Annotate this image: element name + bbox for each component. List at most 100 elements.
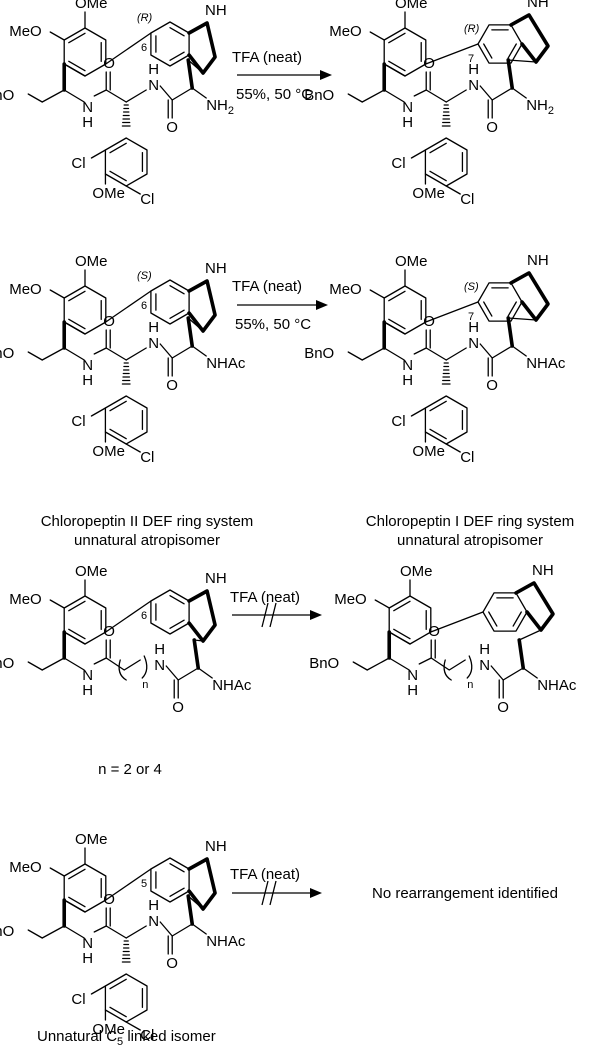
o-label-2: O (166, 377, 178, 394)
amine-label: NH2 (206, 97, 234, 117)
aromatic-bond (393, 600, 411, 612)
o-label-1: O (428, 623, 440, 640)
ch2-bond (41, 657, 65, 671)
cl-bond (125, 1021, 141, 1031)
aromatic-bond (169, 619, 185, 629)
alpha-bond (425, 89, 447, 103)
position-label: 7 (468, 53, 474, 65)
cl-bond (90, 407, 107, 417)
o-bond (27, 93, 43, 103)
indole-benzo-ring (150, 21, 190, 67)
n-label-1: N (82, 935, 93, 952)
alpha-bond (105, 925, 127, 939)
alpha-bond (171, 345, 193, 359)
aromatic-bond (68, 868, 86, 880)
carbonyl-bond (173, 679, 179, 699)
aromatic-bond (169, 887, 185, 897)
bno-label: BnO (0, 345, 14, 362)
bold-bond (506, 316, 515, 348)
h-label-1: H (402, 114, 413, 131)
aromatic-bond (483, 43, 493, 59)
o-label-2: O (497, 699, 509, 716)
biaryl-bond (105, 290, 152, 323)
bold-bond (186, 316, 195, 348)
position-label: 6 (141, 610, 147, 622)
amine-bond (191, 345, 207, 357)
alpha-bond (171, 87, 193, 101)
bracket-right (141, 655, 148, 679)
meo-label: MeO (334, 591, 367, 608)
aromatic-bond (388, 318, 406, 330)
carbonyl-bond (498, 679, 504, 699)
meo-label: MeO (329, 281, 362, 298)
aryl-ring-top (63, 863, 107, 913)
aromatic-bond (169, 309, 185, 319)
o-label-2: O (486, 377, 498, 394)
position-label: 5 (141, 878, 147, 890)
amide-bond (93, 89, 107, 97)
aromatic-bond (393, 628, 411, 640)
n-label-1: N (407, 667, 418, 684)
indole-benzo-ring (482, 592, 528, 632)
aromatic-bond (68, 60, 86, 72)
structure-reactant-4: OMeMeOBnONHOClClOMeHNONHAcNH5 (0, 831, 246, 1044)
conditions-top-1: TFA (neat) (232, 49, 302, 66)
indole-benzo-ring (150, 279, 190, 325)
cl-bond (125, 185, 141, 195)
amine-label: NHAc (206, 933, 246, 950)
amine-label: NHAc (212, 677, 252, 694)
n-label-1: N (82, 99, 93, 116)
aryl-ring-bottom (424, 137, 468, 187)
carbonyl-bond (425, 329, 431, 349)
n-label-2: N (154, 657, 165, 674)
carbonyl-bond (105, 907, 111, 927)
n-label-2: N (479, 657, 490, 674)
caption-chloropeptin-ii: Chloropeptin II DEF ring system (41, 513, 254, 530)
indole-nh-label: NH (532, 562, 554, 579)
h-label-1: H (402, 372, 413, 389)
caption-chloropeptin-i: Chloropeptin I DEF ring system (366, 513, 574, 530)
o-label-2: O (172, 699, 184, 716)
aromatic-bond (169, 863, 185, 873)
h-label-2: H (148, 61, 159, 78)
caption-unnatural-atropisomer-left: unnatural atropisomer (74, 532, 220, 549)
o-label-1: O (423, 313, 435, 330)
nh-bond (63, 657, 85, 671)
n-label-2: N (468, 335, 479, 352)
o-label-2: O (166, 119, 178, 136)
indole-ch2-bond (187, 317, 204, 332)
amine-bond (511, 345, 527, 357)
n-label-1: N (82, 357, 93, 374)
o-bond (352, 661, 368, 671)
ch2-bond (366, 657, 390, 671)
linker-bond (430, 657, 466, 671)
carbonyl-bond (425, 71, 431, 91)
n-label-1: N (402, 357, 413, 374)
aromatic-bond (68, 628, 86, 640)
cl-bond (90, 985, 107, 995)
indole-pyrrole-bond (187, 279, 217, 333)
caption-c5-isomer: Unnatural C5 linked isomer (37, 1028, 216, 1048)
aromatic-bond (512, 611, 522, 627)
indole-pyrrole-bond (509, 13, 550, 64)
ome-label-bottom: OMe (92, 185, 125, 202)
linker-bond (105, 657, 141, 671)
nh-bond (125, 925, 147, 939)
nh-bond (383, 347, 405, 361)
meo-label: MeO (9, 859, 42, 876)
ome-label-bottom: OMe (412, 443, 445, 460)
aromatic-bond (488, 611, 498, 627)
aromatic-bond (169, 51, 185, 61)
bno-label: BnO (309, 655, 339, 672)
indole-benzo-ring (150, 857, 190, 903)
carbonyl-bond (487, 357, 493, 377)
aromatic-bond (109, 400, 127, 412)
amide-bond (418, 657, 432, 665)
bracket-left (118, 659, 127, 681)
ome-label-top: OMe (395, 0, 428, 12)
ome-label-top: OMe (400, 563, 433, 580)
amine-bond (197, 667, 213, 679)
aryl-ring-top (388, 595, 432, 645)
